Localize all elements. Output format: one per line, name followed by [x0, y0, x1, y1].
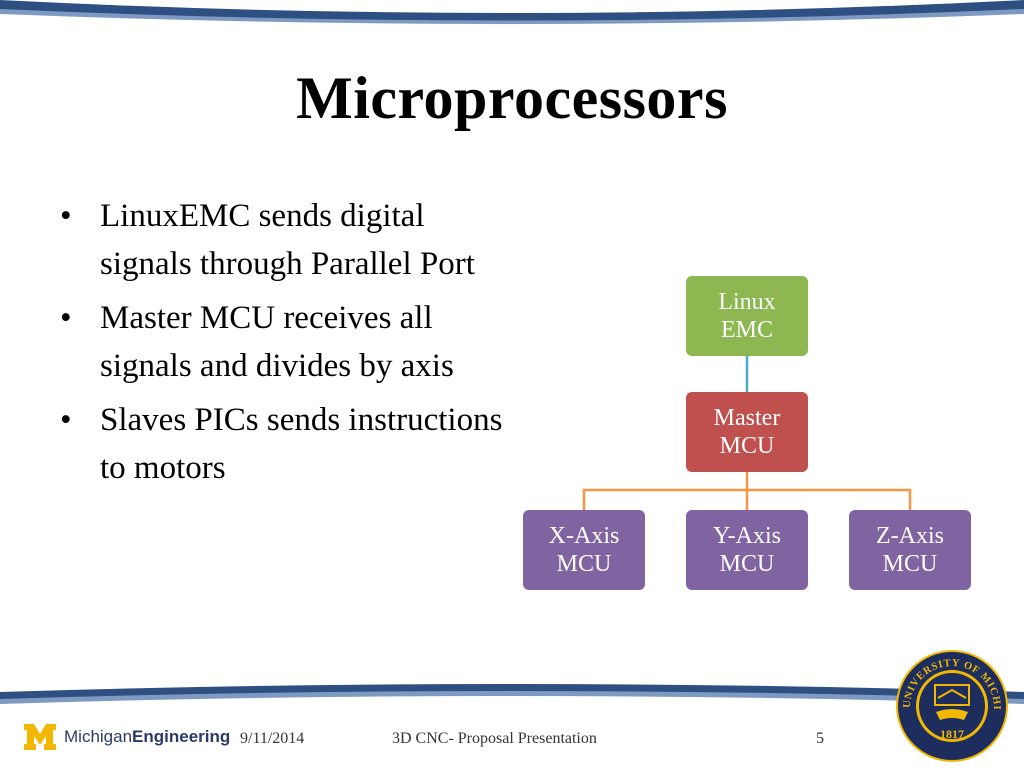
block-m-logo — [24, 724, 56, 750]
bullet-item: • Slaves PICs sends instructions to motor… — [56, 396, 506, 492]
node-linux-emc: Linux EMC — [686, 276, 808, 356]
bullet-text: Master MCU receives all signals and divi… — [100, 300, 454, 384]
node-label: EMC — [720, 317, 773, 343]
node-label: MCU — [719, 551, 775, 577]
bullet-item: • Master MCU receives all signals and div… — [56, 294, 506, 390]
node-label: Z-Axis — [876, 523, 944, 549]
node-y-axis-mcu: Y-Axis MCU — [686, 510, 808, 590]
logo-prefix: Michigan — [64, 727, 133, 746]
node-label: X-Axis — [548, 523, 620, 549]
michigan-engineering-logo: MichiganEngineering — [64, 727, 230, 747]
seal-year: 1817 — [940, 727, 964, 741]
node-label: MCU — [882, 551, 938, 577]
top-decorative-band — [0, 0, 1024, 24]
bullet-marker: • — [60, 402, 72, 438]
node-label: MCU — [719, 433, 775, 459]
bullet-list: • LinuxEMC sends digital signals through … — [56, 192, 506, 498]
bullet-marker: • — [60, 198, 72, 234]
node-x-axis-mcu: X-Axis MCU — [523, 510, 645, 590]
node-label: Master — [713, 405, 781, 431]
footer-date: 9/11/2014 — [240, 730, 305, 747]
slide-number: 5 — [816, 730, 824, 747]
node-label: Linux — [718, 289, 776, 315]
slide-title: Microprocessors — [296, 65, 728, 131]
master-to-children-connector — [582, 472, 912, 510]
logo-bold: Engineering — [132, 727, 231, 746]
node-z-axis-mcu: Z-Axis MCU — [849, 510, 971, 590]
footer-presentation-title: 3D CNC- Proposal Presentation — [392, 730, 597, 747]
bottom-decorative-band — [0, 684, 1024, 704]
node-label: MCU — [556, 551, 612, 577]
bullet-text: LinuxEMC sends digital signals through P… — [100, 198, 475, 282]
node-label: Y-Axis — [712, 523, 781, 549]
bullet-item: • LinuxEMC sends digital signals through … — [56, 192, 506, 288]
bullet-marker: • — [60, 300, 72, 336]
node-master-mcu: Master MCU — [686, 392, 808, 472]
bullet-text: Slaves PICs sends instructions to motors — [100, 402, 503, 486]
university-seal-icon: THE UNIVERSITY OF MICHIGAN 1817 — [892, 646, 1008, 762]
